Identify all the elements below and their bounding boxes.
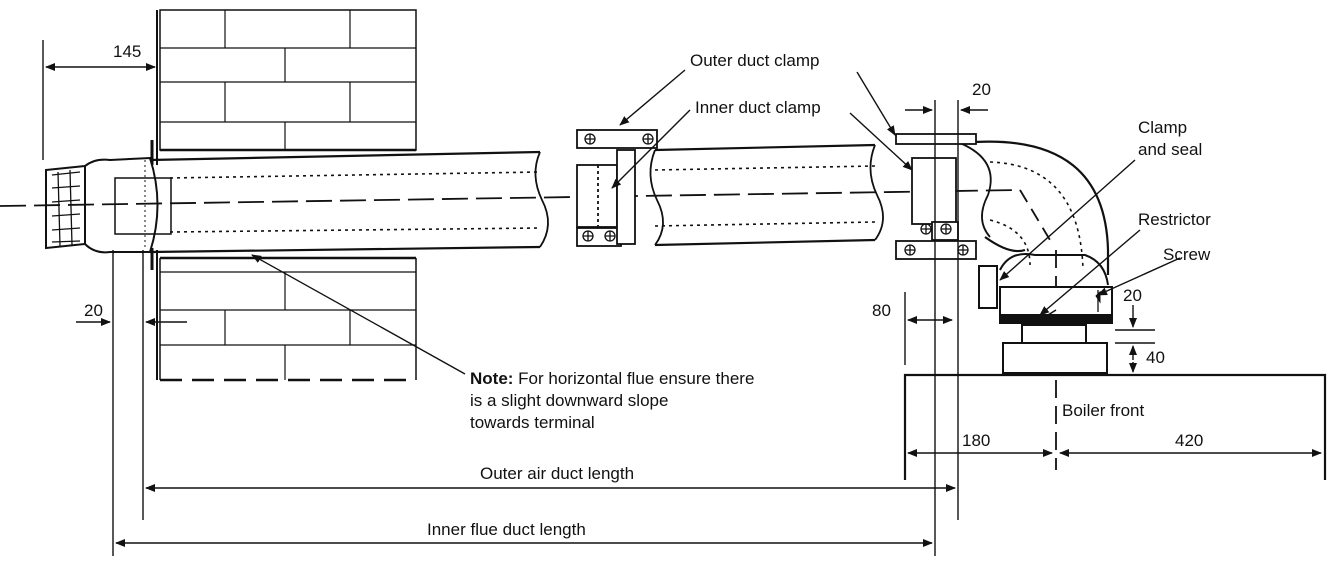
clamp-and-seal-label-1: Clamp <box>1138 118 1187 137</box>
outer-air-duct <box>149 140 1110 275</box>
dim-80-label: 80 <box>872 301 891 320</box>
dim-420-label: 420 <box>1175 431 1203 450</box>
dimension-lines <box>42 40 1322 556</box>
dim-clamp-20-label: 20 <box>972 80 991 99</box>
note-line-1: Note: For horizontal flue ensure there <box>470 369 754 388</box>
clamp-and-seal-label-2: and seal <box>1138 140 1202 159</box>
inner-flue-duct <box>169 161 1084 271</box>
boiler-body <box>903 373 1327 480</box>
note-line-3: towards terminal <box>470 413 595 432</box>
dim-180-label: 180 <box>962 431 990 450</box>
leader-lines <box>251 69 1181 375</box>
wall <box>150 9 417 382</box>
outer-duct-clamp-left <box>576 129 658 247</box>
outer-duct-clamp-right <box>895 133 977 260</box>
note-bold: Note: <box>470 369 513 388</box>
dim-restrictor-20-label: 20 <box>1123 286 1142 305</box>
screw-label: Screw <box>1163 245 1211 264</box>
boiler-front-label: Boiler front <box>1062 401 1144 420</box>
flue-terminal <box>45 156 172 254</box>
inner-flue-duct-length-label: Inner flue duct length <box>427 520 586 539</box>
restrictor-label: Restrictor <box>1138 210 1211 229</box>
inner-duct-clamp-label: Inner duct clamp <box>695 98 821 117</box>
dim-left-20-label: 20 <box>84 301 103 320</box>
outer-air-duct-length-label: Outer air duct length <box>480 464 634 483</box>
outer-duct-clamp-label: Outer duct clamp <box>690 51 819 70</box>
dim-40-label: 40 <box>1146 348 1165 367</box>
note-text-1: For horizontal flue ensure there <box>513 369 754 388</box>
note-line-2: is a slight downward slope <box>470 391 668 410</box>
boiler-connection <box>978 253 1113 374</box>
dim-145-label: 145 <box>113 42 141 61</box>
